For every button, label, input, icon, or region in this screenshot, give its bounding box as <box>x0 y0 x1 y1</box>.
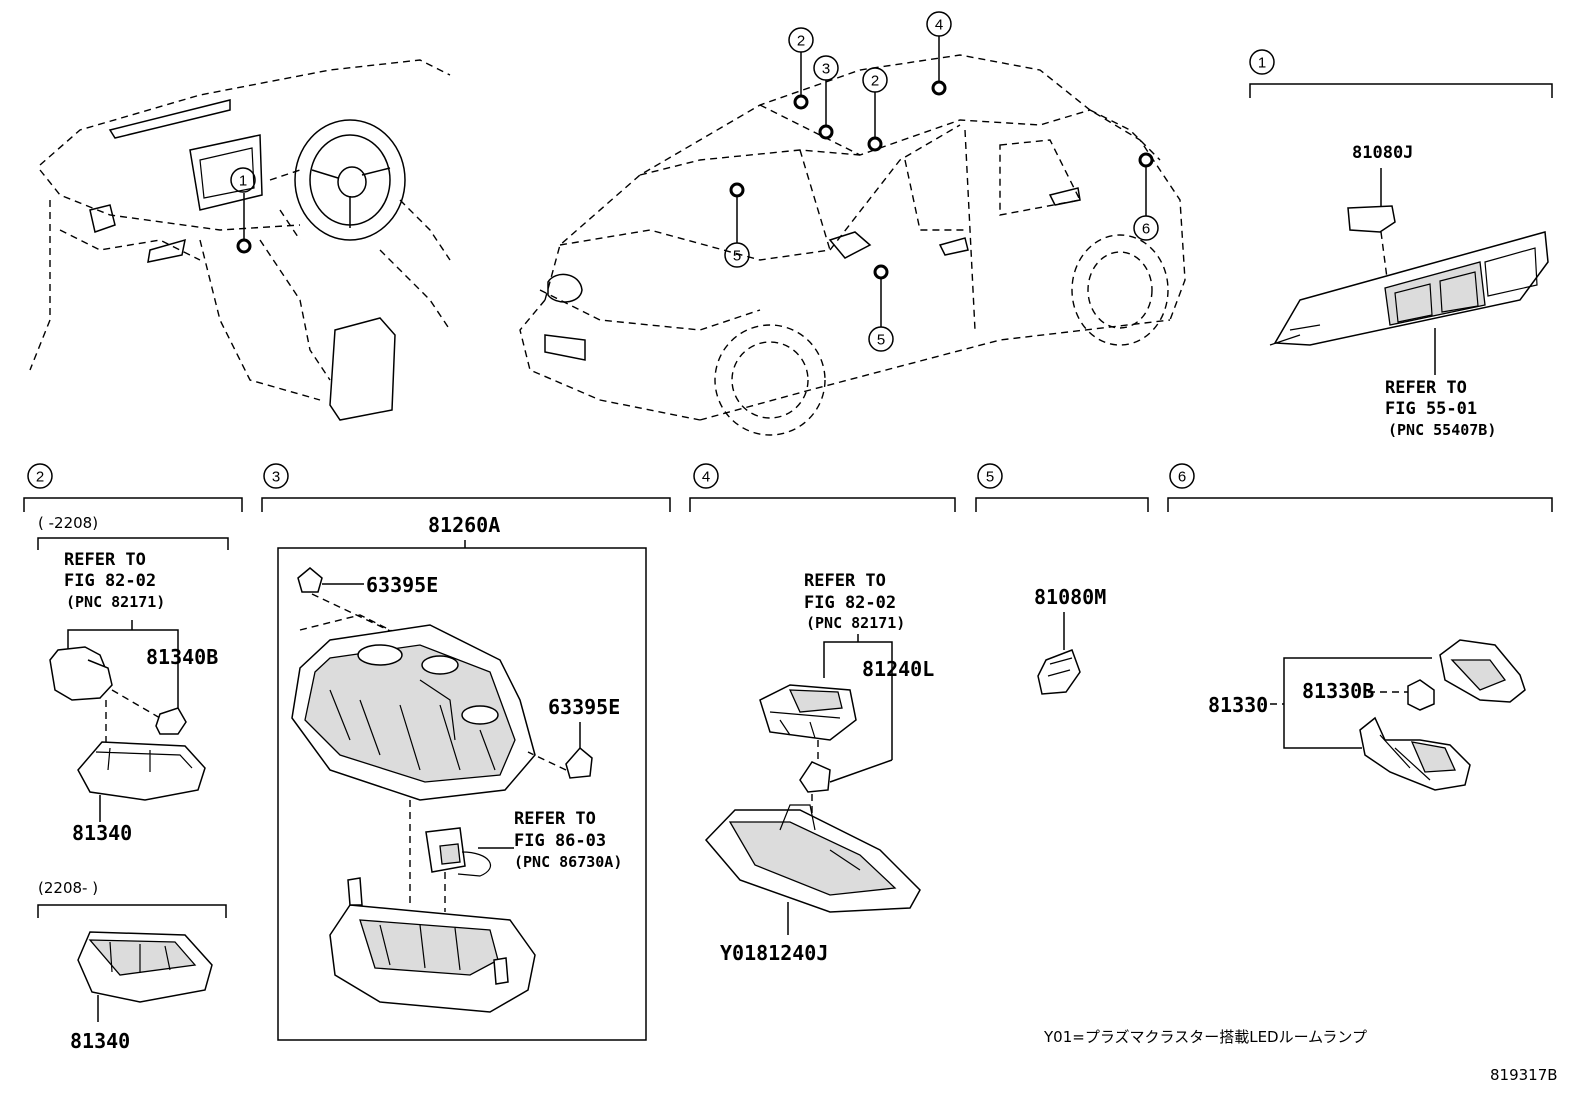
figure-id: 819317B <box>1490 1066 1558 1084</box>
car-illustration <box>519 36 1186 436</box>
section-2: 2 ( -2208) REFER TO FIG 82-02 (PNC 82171… <box>23 463 243 1053</box>
locator-car-front-roof: 2 <box>797 33 805 50</box>
section-2-number: 2 <box>36 469 44 486</box>
section-4-number: 4 <box>702 469 710 486</box>
s4-pnc: (PNC 82171) <box>806 614 905 632</box>
s3-pnc: (PNC 86730A) <box>514 853 622 871</box>
s1-refer-to: REFER TO <box>1385 378 1467 398</box>
section-5-number: 5 <box>986 469 994 486</box>
part-81240L-label: 81240L <box>862 657 934 681</box>
section-3: 3 81260A 63395E 63395E REFER TO FIG 86-0… <box>261 463 671 1041</box>
part-81340-late-label: 81340 <box>70 1029 130 1053</box>
s1-fig: FIG 55-01 <box>1385 399 1477 419</box>
s4-fig: FIG 82-02 <box>804 593 896 613</box>
locator-car-rear-roof: 4 <box>935 17 943 34</box>
locator-car-center-map: 3 <box>822 61 830 78</box>
locator-callouts: 1 2 3 2 4 5 5 6 <box>230 11 1159 352</box>
part-81330B-label: 81330B <box>1302 679 1374 703</box>
section-1: 1 81080J REFER TO FIG 55-01 (PNC 55407B) <box>1249 49 1553 439</box>
part-81260A-label: 81260A <box>428 513 500 537</box>
locator-car-door: 5 <box>877 332 885 349</box>
s2-range-early: ( -2208) <box>38 514 98 532</box>
part-81330-label: 81330 <box>1208 693 1268 717</box>
part-Y0181240J-label: Y0181240J <box>720 941 828 965</box>
s1-pnc: (PNC 55407B) <box>1388 421 1496 439</box>
s4-refer-to: REFER TO <box>804 571 886 591</box>
s2-refer-to: REFER TO <box>64 550 146 570</box>
s2-fig: FIG 82-02 <box>64 571 156 591</box>
locator-car-center-roof: 2 <box>871 73 879 90</box>
s3-fig: FIG 86-03 <box>514 831 606 851</box>
section-4: 4 REFER TO FIG 82-02 (PNC 82171) 81240L … <box>689 463 956 965</box>
locator-car-hatch: 6 <box>1142 221 1150 238</box>
section-1-number: 1 <box>1258 55 1266 72</box>
footnote: Y01=プラズマクラスター搭載LEDルームランプ <box>1043 1028 1367 1046</box>
section-3-number: 3 <box>272 469 280 486</box>
part-63395E-top-label: 63395E <box>366 573 438 597</box>
part-63395E-right-label: 63395E <box>548 695 620 719</box>
locator-dash: 1 <box>239 173 247 190</box>
s3-refer-to: REFER TO <box>514 809 596 829</box>
s2-range-late: (2208- ) <box>38 879 98 897</box>
dashboard-illustration <box>29 59 451 421</box>
section-5: 5 81080M <box>975 463 1149 695</box>
part-81340-early-label: 81340 <box>72 821 132 845</box>
section-6: 6 81330 81330B <box>1167 463 1553 791</box>
part-81080M-label: 81080M <box>1034 585 1106 609</box>
part-81340B-label: 81340B <box>146 645 218 669</box>
part-81080J-label: 81080J <box>1352 143 1413 163</box>
locator-car-visor: 5 <box>733 248 741 265</box>
section-6-number: 6 <box>1178 469 1186 486</box>
s2-pnc: (PNC 82171) <box>66 593 165 611</box>
